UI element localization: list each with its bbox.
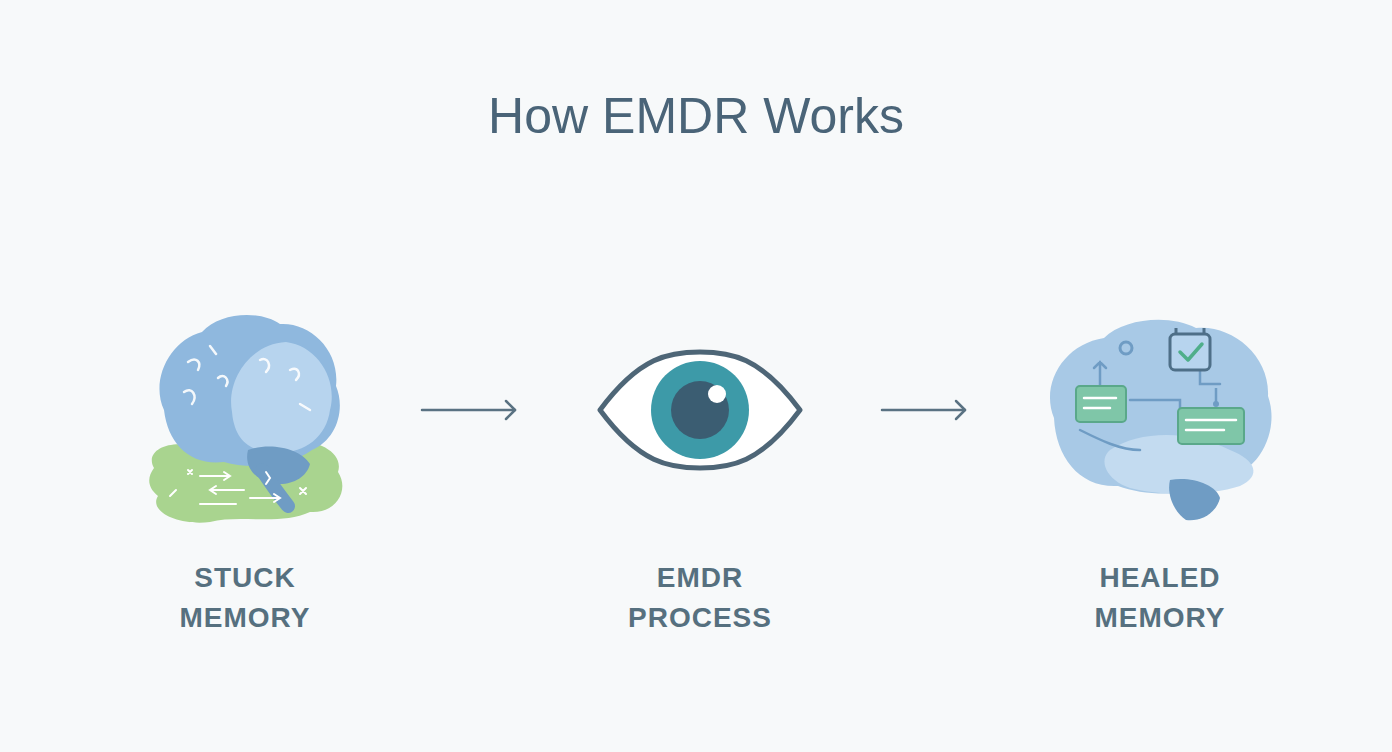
memory-stage: STUCK MEMORY bbox=[140, 300, 350, 640]
stage-label: EMDR PROCESS bbox=[610, 558, 790, 638]
healed-brain-illustration bbox=[1040, 300, 1280, 540]
eye-illustration bbox=[590, 300, 810, 540]
stage-label: STUCK MEMORY bbox=[155, 558, 335, 638]
process-stage: EMDR PROCESS bbox=[590, 300, 810, 640]
stuck-brain-illustration bbox=[140, 300, 350, 540]
arrow-head bbox=[506, 401, 515, 419]
arrow-head bbox=[956, 401, 965, 419]
arrow-line bbox=[882, 409, 965, 412]
flow-arrow bbox=[882, 401, 965, 419]
stage-label: HEALED MEMORY bbox=[1070, 558, 1250, 638]
flow-arrow bbox=[422, 401, 515, 419]
arrow-line bbox=[422, 409, 515, 412]
memory-stage: HEALED MEMORY bbox=[1040, 300, 1280, 640]
diagram-title: How EMDR Works bbox=[0, 84, 1392, 148]
